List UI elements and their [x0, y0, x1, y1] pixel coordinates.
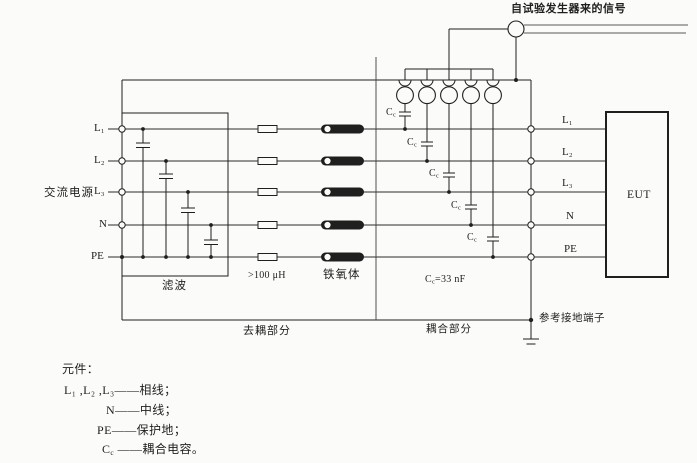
coupling-capacitors: [399, 103, 499, 259]
legend-item-pe: PE——保护地；: [97, 423, 187, 437]
reference-ground-label: 参考接地端子: [539, 313, 605, 324]
ferrite-bead: [321, 187, 364, 197]
inductor: [257, 188, 278, 196]
cap-label-cc2: Cc: [407, 137, 418, 149]
coupling-capacitor: [443, 103, 455, 194]
wire-label-l1-right: L₁: [562, 114, 573, 126]
coupling-section-label: 耦合部分: [426, 324, 472, 335]
decoupling-inductors: [257, 125, 278, 261]
coupling-switch: [440, 69, 458, 105]
legend-item-cc: Cc ——耦合电容。: [102, 442, 205, 458]
earth-symbol: [523, 317, 539, 345]
cap-label-cc4: Cc: [451, 200, 462, 212]
filter-capacitor: [181, 190, 195, 259]
inductor: [257, 157, 278, 165]
decoupling-section-label: 去耦部分: [243, 325, 291, 337]
filter-capacitor: [136, 127, 150, 259]
wire-label-l2-right: L₂: [562, 146, 573, 158]
coupling-capacitor: [487, 103, 499, 259]
eut-label: EUT: [627, 189, 651, 201]
wire-label-n-right: N: [566, 210, 574, 222]
coupling-switch: [418, 69, 436, 105]
ferrite-bead: [321, 124, 364, 134]
wire-label-n-left: N: [99, 218, 107, 230]
filter-box: [121, 112, 229, 277]
coupling-capacitor: [465, 103, 477, 227]
ferrite-bead: [321, 252, 364, 262]
cap-label-cc3: Cc: [429, 168, 440, 180]
filter-capacitor: [159, 159, 173, 259]
wire-label-l3-left: L₃: [94, 185, 105, 197]
coupling-switch: [462, 69, 480, 105]
filter-label: 滤波: [162, 280, 187, 292]
coupling-capacitor: [421, 103, 433, 163]
coupling-capacitor: [399, 103, 411, 131]
inductor: [257, 125, 278, 133]
ferrite-beads: [321, 124, 364, 262]
cap-value-label: Cc=33 nF: [425, 274, 466, 286]
ferrite-bead: [321, 156, 364, 166]
ferrite-bead: [321, 220, 364, 230]
terminals: [118, 125, 535, 261]
wire-label-l2-left: L₂: [94, 154, 105, 166]
wire-label-l3-right: L₃: [562, 177, 573, 189]
cap-label-cc1: Cc: [386, 107, 397, 119]
cap-label-cc5: Cc: [467, 232, 478, 244]
coupling-switches: [396, 68, 502, 105]
inductor: [257, 221, 278, 229]
coupling-switch: [484, 69, 502, 105]
ac-supply-label: 交流电源: [44, 187, 94, 199]
coax-connector-icon: [507, 20, 525, 38]
generator-connector: [448, 20, 688, 82]
legend-item-neutral: N——中线；: [106, 403, 178, 417]
filter-capacitors: [136, 127, 218, 259]
ferrite-label: 铁氧体: [323, 269, 361, 281]
inductor-value-label: >100 μH: [248, 270, 286, 281]
legend-item-phase: L₁ ,L₂ ,L₃——相线；: [64, 383, 177, 397]
legend-title: 元件：: [62, 362, 100, 376]
wire-label-pe-left: PE: [91, 250, 104, 262]
generator-signal-label: 自试验发生器来的信号: [511, 3, 626, 15]
eut-box: [605, 111, 669, 278]
wire-label-pe-right: PE: [564, 243, 577, 255]
coupling-switch: [396, 69, 414, 105]
inductor: [257, 253, 278, 261]
filter-capacitor: [204, 223, 218, 259]
wire-label-l1-left: L₁: [94, 122, 105, 134]
